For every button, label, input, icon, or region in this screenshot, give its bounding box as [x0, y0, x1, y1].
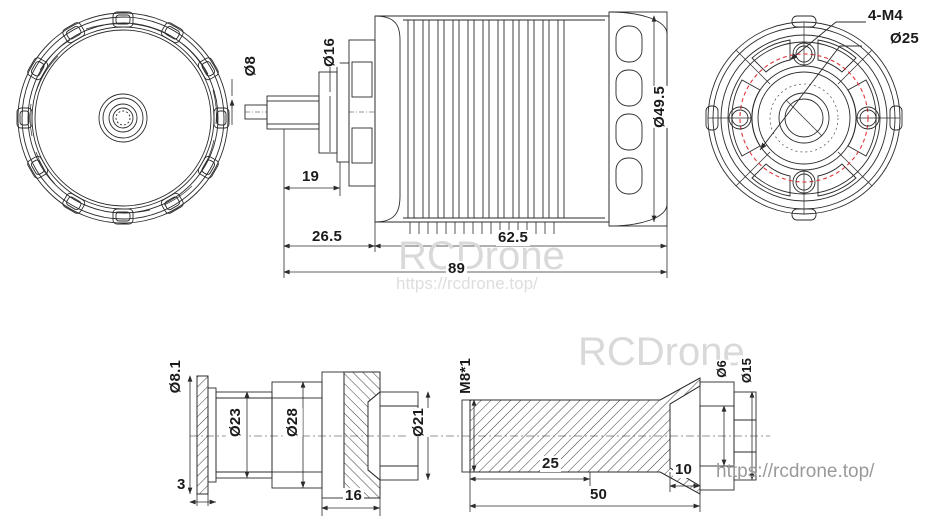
dim-len16: 16: [343, 487, 365, 504]
dim-len25: 25: [540, 455, 562, 472]
rear-mount-view: [705, 15, 903, 221]
dim-len19: 19: [300, 168, 322, 185]
dim-bcd25: Ø25: [888, 30, 921, 47]
dim-dia23: Ø23: [226, 408, 246, 437]
dim-len89: 89: [446, 260, 468, 277]
dim-len3: 3: [175, 476, 188, 493]
site-url-label: https://rcdrone.top/: [716, 461, 875, 482]
dim-len50: 50: [588, 486, 610, 503]
motor-body-finned: [374, 11, 668, 234]
front-circular-view: [16, 11, 230, 225]
dim-dia8: Ø8: [241, 56, 261, 77]
dim-dia15: Ø15: [738, 358, 756, 384]
shaft-profile-top: [244, 39, 376, 187]
rear-leader-lines: [759, 21, 866, 151]
dim-len62-5: 62.5: [496, 229, 530, 246]
dim-dia49-5: Ø49.5: [650, 86, 670, 128]
dim-4-m4: 4-M4: [866, 7, 905, 24]
bottom-dimension-lines: [187, 375, 755, 516]
watermark-brand-top: RCDrone: [398, 234, 565, 278]
dim-dia8-1: Ø8.1: [166, 360, 186, 394]
watermark-url-top: https://rcdrone.top/: [396, 274, 538, 293]
dim-thread-m8: M8*1: [456, 358, 476, 394]
dim-dia28: Ø28: [283, 408, 303, 437]
dim-dia6: Ø6: [713, 360, 731, 378]
dim-len26-5: 26.5: [310, 228, 344, 245]
dim-dia16: Ø16: [320, 38, 340, 67]
dim-dia21: Ø21: [409, 408, 429, 437]
dim-len10: 10: [673, 461, 695, 478]
